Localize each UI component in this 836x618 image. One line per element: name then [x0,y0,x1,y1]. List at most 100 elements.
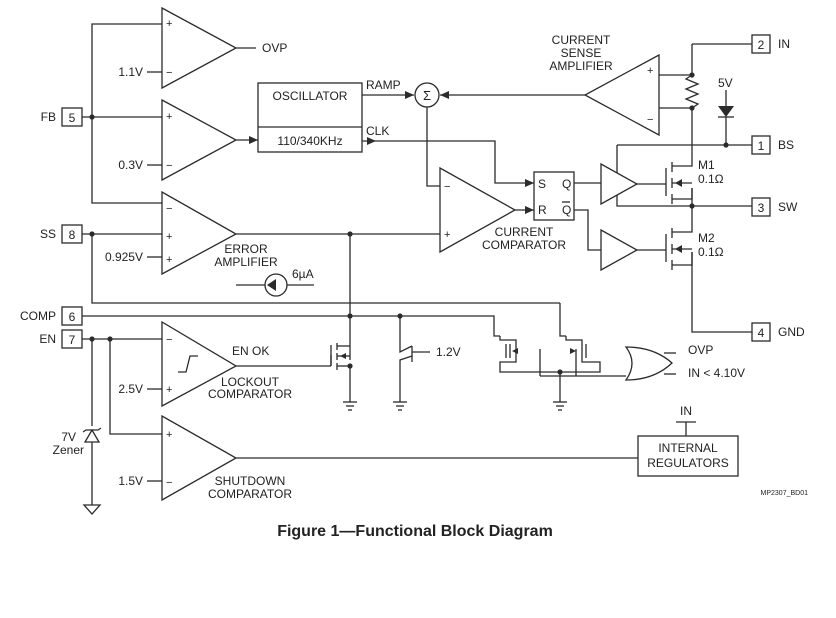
shutdown-label: COMPARATOR [208,487,292,501]
plus-sign: + [166,384,172,396]
ground-icon [393,401,407,411]
mosfet-m2: M2 0.1Ω [665,226,724,270]
pin-number: 5 [69,111,76,125]
supply-voltage-label: 5V [718,76,733,90]
ground-icon [82,504,102,515]
current-sense-label: CURRENT [552,33,611,47]
enable-nfet [330,343,350,370]
hysteresis-icon [178,355,198,373]
pin-number: 8 [69,228,76,242]
junction-dot [723,142,729,148]
current-sense-label: SENSE [561,46,602,60]
error-amplifier-label: AMPLIFIER [214,255,278,269]
minus-sign: − [166,67,172,79]
oscillator-block: OSCILLATOR 110/340KHz RAMP CLK [257,78,401,153]
minus-sign: − [166,160,172,172]
sigma-icon: Σ [423,88,431,103]
internal-regulators: IN INTERNAL REGULATORS [637,404,739,477]
pin-bs: 1 BS [751,135,794,155]
pin-gnd: 4 GND [751,322,805,342]
ref-voltage-label: 1.1V [118,65,143,79]
junction-dot [89,336,95,342]
oscillator-label: OSCILLATOR [273,89,348,103]
ref-voltage-label: 0.3V [118,158,143,172]
pin-label: BS [778,138,794,152]
arrow-icon [249,136,258,144]
regulator-label: INTERNAL [658,441,718,455]
pin-en: 7 EN [39,329,83,349]
m1-label: M1 [698,158,715,172]
plus-sign: + [647,65,653,77]
pin-label: IN [778,37,790,51]
diode-icon [718,106,734,117]
junction-dot [347,231,353,237]
pin-number: 2 [758,38,765,52]
pin-fb: 5 FB [41,107,83,127]
pin-label: SW [778,200,798,214]
arrow-icon [367,137,376,145]
pin-label: SS [40,227,56,241]
current-comparator-label: COMPARATOR [482,238,566,252]
arrow-icon [525,179,534,187]
ground-icon [343,401,357,411]
mosfet-m1: M1 0.1Ω [665,158,724,204]
ramp-label: RAMP [366,78,401,92]
lockout-label: LOCKOUT [221,375,280,389]
m2-resistance: 0.1Ω [698,245,724,259]
current-sense-amplifier: + − CURRENT SENSE AMPLIFIER [549,33,660,137]
ground-icon [553,401,567,411]
drawing-id: MP2307_BD01 [761,490,809,497]
plus-sign: + [166,429,172,441]
latch-q-label: Q [562,177,571,191]
plus-sign: + [166,18,172,30]
or-input-label: OVP [688,343,713,357]
arrow-icon [525,206,534,214]
supply-diode: 5V [718,76,734,118]
junction-dot [89,114,95,120]
plus-sign: + [444,229,450,241]
junction-dot [689,203,695,209]
lockout-comparator: − + 2.5V EN OK LOCKOUT COMPARATOR [118,320,292,408]
pin-number: 3 [758,201,765,215]
or-gate: OVP IN < 4.10V [624,343,745,381]
pin-number: 6 [69,310,76,324]
pin-sw: 3 SW [751,197,798,217]
plus-sign: + [166,231,172,243]
regulator-input-label: IN [680,404,692,418]
regulator-label: REGULATORS [647,456,729,470]
arrow-icon [440,91,449,99]
current-source: 6µA [264,267,314,297]
current-comparator-label: CURRENT [495,225,554,239]
current-sense-label: AMPLIFIER [549,59,613,73]
shutdown-label: SHUTDOWN [215,474,286,488]
junction-dot [347,313,353,319]
pin-in: 2 IN [751,34,790,54]
or-input-label: IN < 4.10V [688,366,745,380]
minus-sign: − [444,181,450,193]
wires [82,23,752,505]
ref-voltage-label: 2.5V [118,382,143,396]
latch-qbar-label: Q [562,203,571,217]
ground-icons [82,401,567,515]
plus-sign: + [166,111,172,123]
shutdown-comparator: + − 1.5V SHUTDOWN COMPARATOR [118,414,292,502]
en-ok-label: EN OK [232,344,269,358]
minus-sign: − [166,334,172,346]
pin-ss: 8 SS [40,224,83,244]
current-source-label: 6µA [292,267,314,281]
sense-resistor [684,74,700,109]
low-side-driver [600,228,639,272]
pin-number: 4 [758,326,765,340]
minus-sign: − [166,203,172,215]
plus-sign: + [166,254,172,266]
arrow-icon [267,279,276,291]
ovp-comparator: + − OVP 1.1V [118,6,287,90]
high-side-driver [600,162,639,206]
current-comparator: − + CURRENT COMPARATOR [439,166,566,254]
pin-label: EN [39,332,56,346]
oscillator-frequency: 110/340KHz [277,134,342,148]
ovp-output-label: OVP [262,41,287,55]
pin-number: 1 [758,139,765,153]
zener-label: Zener [53,443,84,457]
ref-voltage-label: 0.925V [105,250,143,264]
